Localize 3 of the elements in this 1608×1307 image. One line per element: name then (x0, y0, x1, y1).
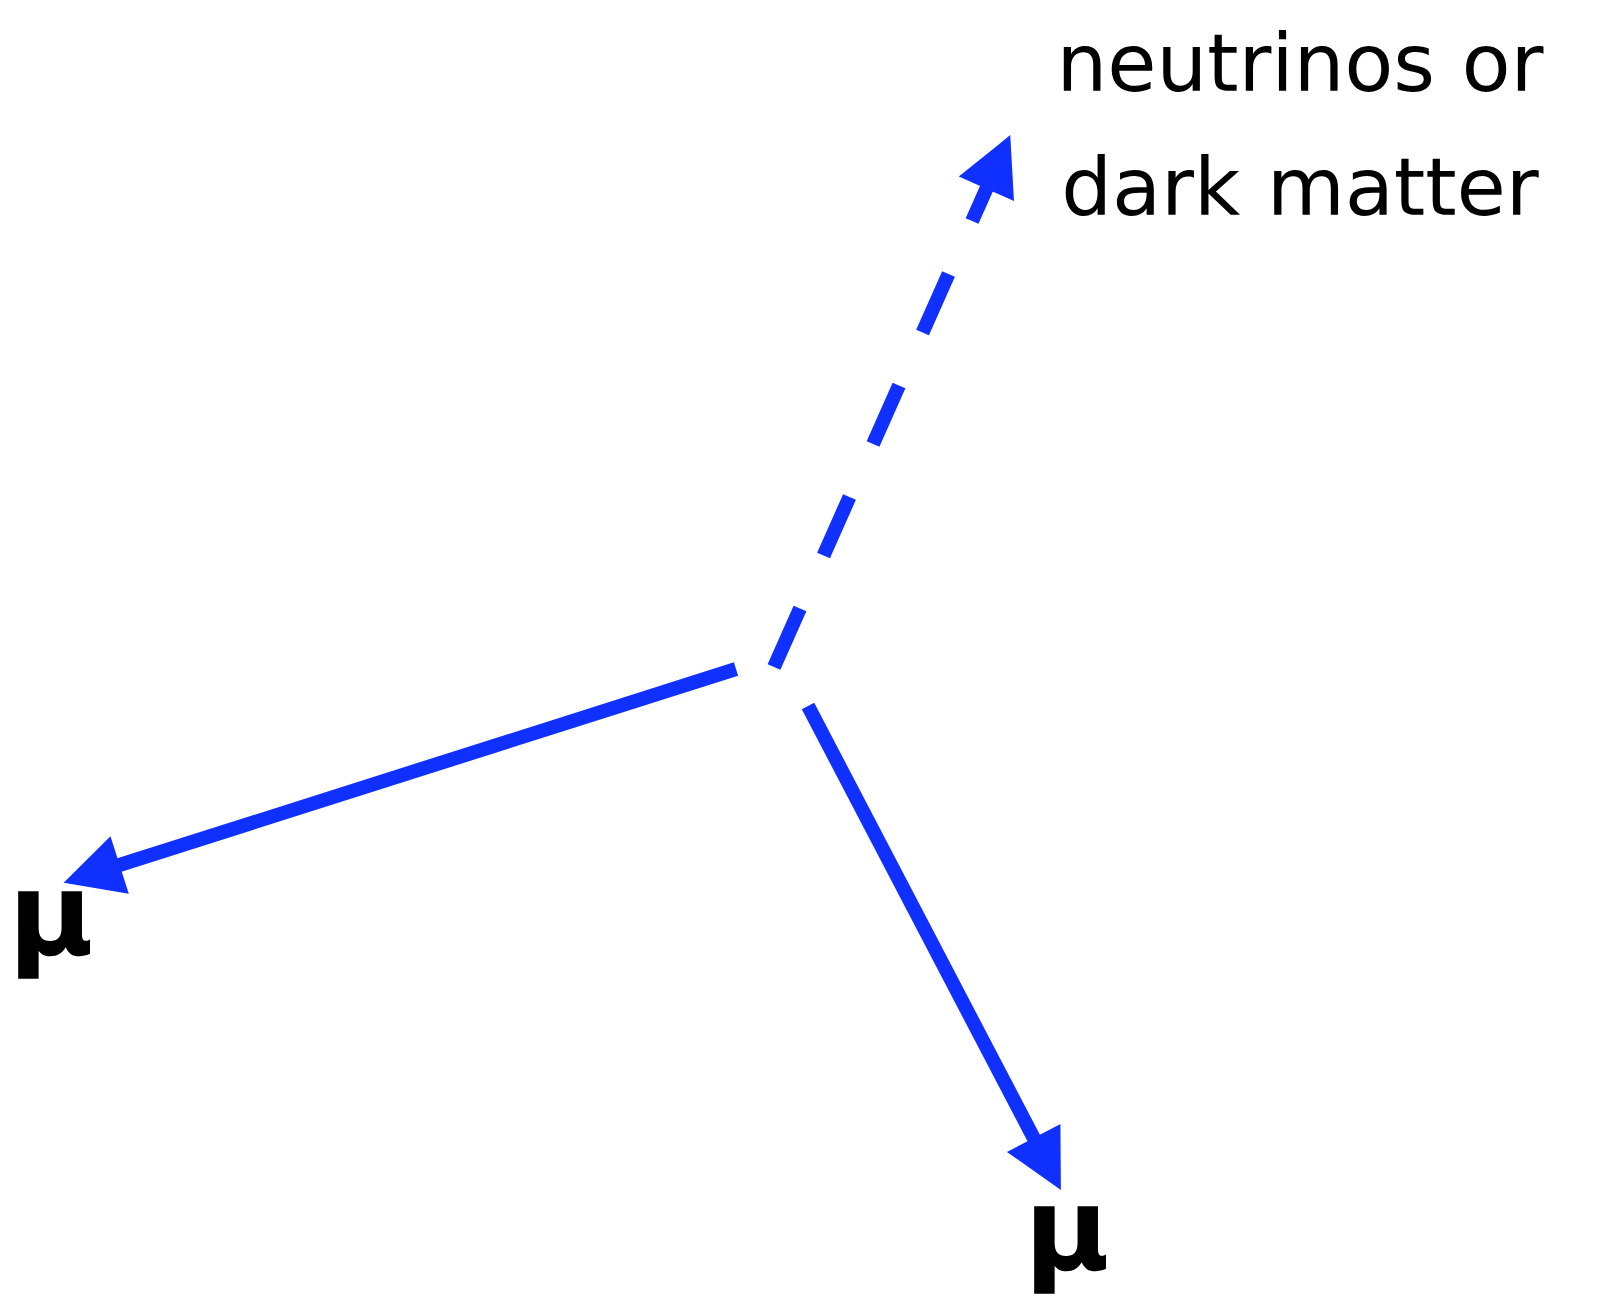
particle-label: μ (1034, 1206, 1106, 1294)
particle-label: neutrinos or dark matter (1063, 30, 1544, 216)
particle-label: μ (18, 891, 90, 979)
